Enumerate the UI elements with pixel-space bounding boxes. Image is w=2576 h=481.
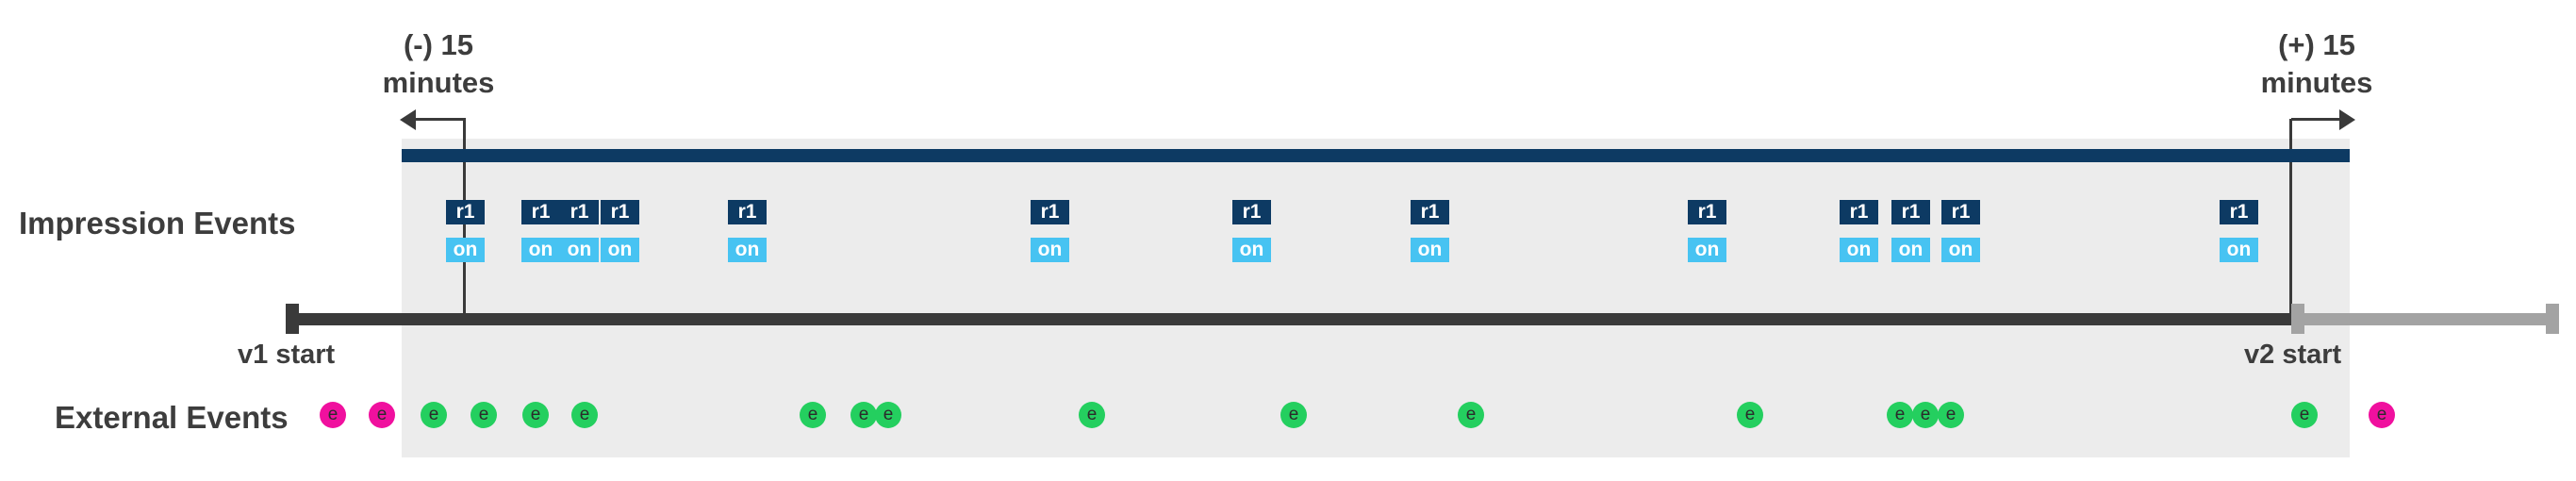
left-arrow-icon [400, 109, 416, 130]
minus-15-arrow-shaft [413, 118, 466, 121]
impression-on-badge: on [1840, 238, 1878, 262]
external-event-dot-green: e [1938, 402, 1964, 428]
external-event-dot-green: e [1280, 402, 1307, 428]
external-event-dot-green: e [1887, 402, 1913, 428]
impression-r1-badge: r1 [2220, 200, 2258, 224]
impression-r1-badge: r1 [1688, 200, 1726, 224]
impression-on-badge: on [2220, 238, 2258, 262]
v2-start-label: v2 start [2244, 340, 2342, 370]
minus-15-line2: minutes [382, 66, 495, 99]
impression-r1-badge: r1 [601, 200, 639, 224]
impression-on-badge: on [1941, 238, 1980, 262]
external-event-dot-green: e [1912, 402, 1939, 428]
external-event-dot-magenta: e [369, 402, 395, 428]
impression-r1-badge: r1 [1840, 200, 1878, 224]
external-event-dot-green: e [571, 402, 598, 428]
external-event-dot-green: e [421, 402, 447, 428]
external-event-dot-magenta: e [320, 402, 346, 428]
external-event-dot-green: e [800, 402, 826, 428]
external-event-dot-green: e [471, 402, 497, 428]
impression-r1-badge: r1 [1031, 200, 1069, 224]
v1-start-cap [286, 304, 299, 334]
v2-end-cap [2546, 304, 2559, 334]
external-event-dot-green: e [522, 402, 549, 428]
impression-r1-badge: r1 [1232, 200, 1271, 224]
v2-timeline-bar [2304, 313, 2549, 325]
analysis-window-region [402, 139, 2350, 457]
plus-15-guide-line [2289, 119, 2292, 314]
plus-15-arrow-shaft [2291, 118, 2341, 121]
impression-on-badge: on [560, 238, 599, 262]
plus-15-line1: (+) 15 [2278, 28, 2355, 61]
impression-r1-badge: r1 [1941, 200, 1980, 224]
external-event-dot-green: e [1458, 402, 1484, 428]
v2-start-cap [2291, 304, 2304, 334]
impression-r1-badge: r1 [1891, 200, 1930, 224]
impression-r1-badge: r1 [1411, 200, 1449, 224]
impression-r1-badge: r1 [560, 200, 599, 224]
plus-15-line2: minutes [2260, 66, 2373, 99]
external-event-dot-magenta: e [2369, 402, 2395, 428]
minus-15-minutes-label: (-) 15 minutes [335, 26, 542, 102]
impression-on-badge: on [1688, 238, 1726, 262]
campaign-duration-bar [402, 149, 2350, 162]
impression-r1-badge: r1 [446, 200, 485, 224]
impression-on-badge: on [446, 238, 485, 262]
external-event-dot-green: e [875, 402, 901, 428]
external-event-dot-green: e [2291, 402, 2318, 428]
impression-r1-badge: r1 [521, 200, 560, 224]
impression-r1-badge: r1 [728, 200, 767, 224]
external-event-dot-green: e [1079, 402, 1105, 428]
impression-on-badge: on [1411, 238, 1449, 262]
impression-on-badge: on [1031, 238, 1069, 262]
minus-15-line1: (-) 15 [403, 28, 474, 61]
plus-15-minutes-label: (+) 15 minutes [2213, 26, 2420, 102]
impression-on-badge: on [521, 238, 560, 262]
external-event-dot-green: e [850, 402, 877, 428]
impression-on-badge: on [1232, 238, 1271, 262]
v1-timeline-bar [286, 313, 2294, 325]
external-event-dot-green: e [1737, 402, 1763, 428]
v1-start-label: v1 start [238, 340, 336, 370]
external-events-row-label: External Events [55, 400, 289, 435]
right-arrow-icon [2339, 109, 2355, 130]
impression-on-badge: on [601, 238, 639, 262]
impression-on-badge: on [728, 238, 767, 262]
impression-on-badge: on [1891, 238, 1930, 262]
impression-events-row-label: Impression Events [19, 206, 296, 240]
